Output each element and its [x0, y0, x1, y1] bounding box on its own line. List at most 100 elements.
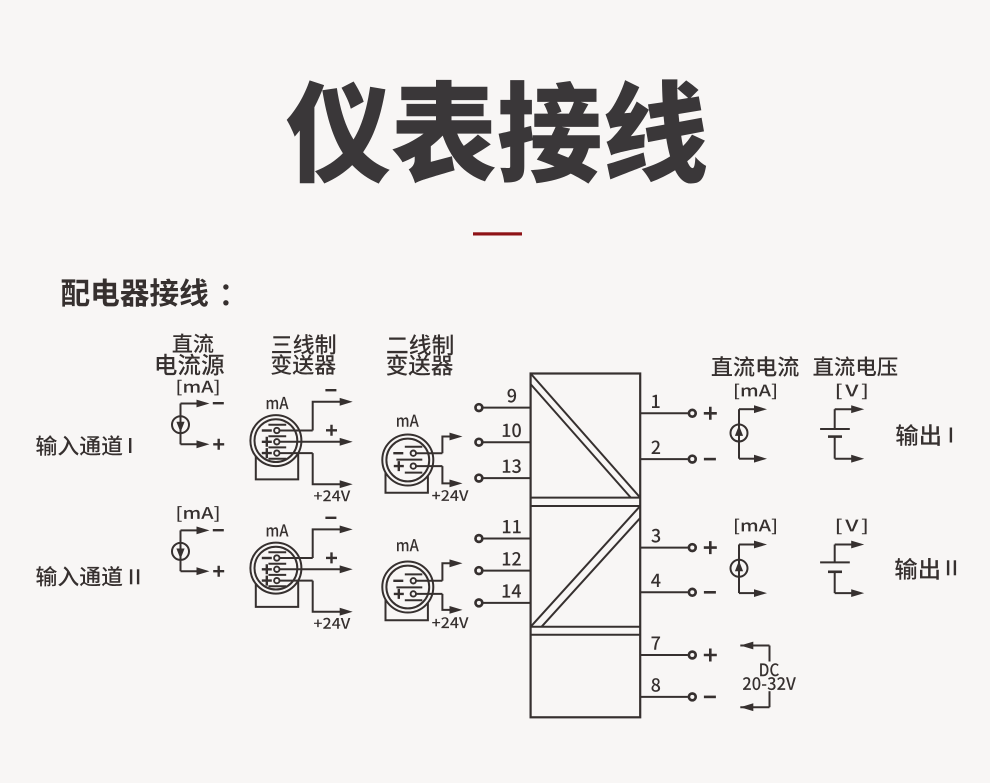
terminal-3: 3 + — [640, 528, 717, 555]
current-output-2: [mA] — [729, 518, 776, 597]
output-label: 输出 — [895, 557, 939, 580]
transmitter-outer-circle — [381, 433, 435, 487]
supply-24v-label: +24V — [432, 490, 469, 501]
output-label: 输出 — [896, 424, 940, 446]
isolation-diagonal — [529, 383, 632, 499]
plus-sign: + — [703, 648, 717, 662]
column-header-three-wire-transmitter: 三线制 变送器 — [271, 334, 336, 375]
transmitter-terminal-dot — [409, 590, 417, 598]
power-supply: DC 20-32V — [740, 641, 796, 712]
plus-sign: + — [326, 552, 337, 564]
isolation-diagonal — [529, 505, 641, 628]
transmitter-terminal-dot — [273, 554, 281, 562]
input-terminals: 9 10 13 11 12 14 — [474, 388, 531, 608]
current-direction-arrow-icon — [176, 548, 185, 559]
plus-sign: + — [261, 575, 272, 586]
two-wire-transmitter-1: mA − + +24V — [381, 414, 469, 501]
arrowhead-icon — [851, 454, 865, 463]
terminal-ring — [474, 598, 484, 608]
arrowhead-icon — [196, 399, 210, 408]
arrowhead-icon — [196, 526, 210, 535]
current-output-1: [mA] — [729, 383, 776, 463]
minus-wire — [311, 528, 341, 558]
terminal-number: 11 — [502, 520, 521, 534]
arrowhead-icon — [449, 479, 463, 488]
column-header-line: 二线制 — [387, 334, 453, 356]
terminal-14: 14 — [474, 584, 531, 608]
arrowhead-icon — [740, 703, 754, 712]
terminal-number: 7 — [651, 636, 661, 650]
transmitter-terminal-dot — [409, 577, 417, 585]
current-source-circle — [171, 415, 190, 435]
isolation-diagonal — [540, 517, 641, 628]
supply-wire — [311, 453, 341, 486]
current-source-circle — [729, 558, 749, 578]
arrowhead-icon — [851, 540, 865, 549]
terminal-number: 8 — [651, 678, 661, 692]
arrowhead-icon — [339, 525, 353, 534]
output-terminals: 1 + 2 − 3 + 4 − 7 + 8 − — [640, 394, 717, 702]
arrowhead-icon — [740, 641, 754, 650]
current-direction-arrow-icon — [734, 425, 744, 436]
transmitter-terminal-dot — [409, 462, 417, 470]
minus-wire — [311, 400, 341, 431]
signal-wire — [441, 562, 451, 581]
transmitter-base — [254, 580, 300, 608]
terminal-ring — [687, 650, 698, 660]
column-header-line: 三线制 — [272, 334, 336, 355]
output-numeral-1: I — [949, 427, 953, 443]
power-range-label: 20-32V — [742, 677, 796, 691]
terminal-8: 8 − — [640, 678, 716, 702]
three-wire-transmitter-2: mA − + + − + +24V — [249, 516, 353, 629]
terminal-ring — [687, 692, 698, 702]
arrowhead-icon — [754, 589, 767, 597]
terminal-ring — [474, 437, 484, 447]
arrowhead-icon — [339, 607, 353, 616]
three-wire-transmitter-1: mA − + + − + +24V — [249, 389, 353, 502]
supply-wire — [441, 466, 451, 485]
plus-sign: + — [213, 438, 225, 450]
arrowhead-icon — [196, 567, 210, 576]
dc-current-source-1: [mA] − + — [171, 379, 225, 450]
output-numeral-2: II — [946, 560, 957, 576]
terminal-number: 12 — [502, 552, 521, 566]
arrowhead-icon — [339, 397, 353, 406]
terminal-12: 12 — [474, 552, 531, 576]
terminal-number: 1 — [652, 394, 660, 408]
arrowhead-icon — [339, 437, 353, 446]
column-header-dc-current-source: 直流 电流源 — [156, 333, 224, 376]
terminal-10: 10 — [474, 423, 531, 447]
dc-current-source-2: [mA] − + — [171, 506, 225, 577]
page-title: 仪表接线 — [286, 79, 707, 184]
power-dc-label: DC — [760, 663, 779, 677]
input-channel-label-1: 输入通道 I — [36, 435, 132, 456]
terminal-number: 3 — [651, 528, 661, 543]
isolation-diagonal — [529, 372, 641, 499]
transmitter-base — [384, 599, 429, 622]
transmitter-terminal-dot — [273, 576, 281, 585]
column-header-line: 电流源 — [156, 353, 224, 376]
input-column-headers: 直流 电流源 三线制 变送器 二线制 变送器 — [156, 333, 453, 376]
transmitter-terminal-dot — [273, 426, 281, 435]
transmitter-outer-circle — [381, 560, 435, 614]
transmitter-outer-circle — [249, 541, 303, 595]
section-heading-group: 配电器接线 ： — [61, 278, 229, 307]
column-header-line: 变送器 — [271, 354, 336, 375]
ma-range-label: [mA] — [177, 379, 219, 396]
ma-unit-label: mA — [397, 539, 419, 552]
terminal-ring — [687, 542, 698, 553]
channel-numeral-1: I — [129, 438, 132, 453]
supply-24v-label: +24V — [314, 490, 351, 502]
section-heading-colon: ： — [223, 284, 229, 306]
ma-range-label: [mA] — [735, 383, 776, 400]
plus-sign: + — [261, 564, 272, 575]
output-column-headers: 直流电流 直流电压 — [711, 356, 898, 377]
plus-sign: + — [261, 448, 272, 459]
transmitter-inner-circle — [385, 564, 431, 610]
arrowhead-icon — [449, 606, 463, 614]
terminal-ring — [687, 408, 698, 419]
ma-unit-label: mA — [266, 524, 289, 537]
terminal-number: 14 — [502, 584, 521, 598]
transmitter-terminal-dot — [409, 449, 417, 457]
column-header-line: 变送器 — [386, 354, 453, 376]
